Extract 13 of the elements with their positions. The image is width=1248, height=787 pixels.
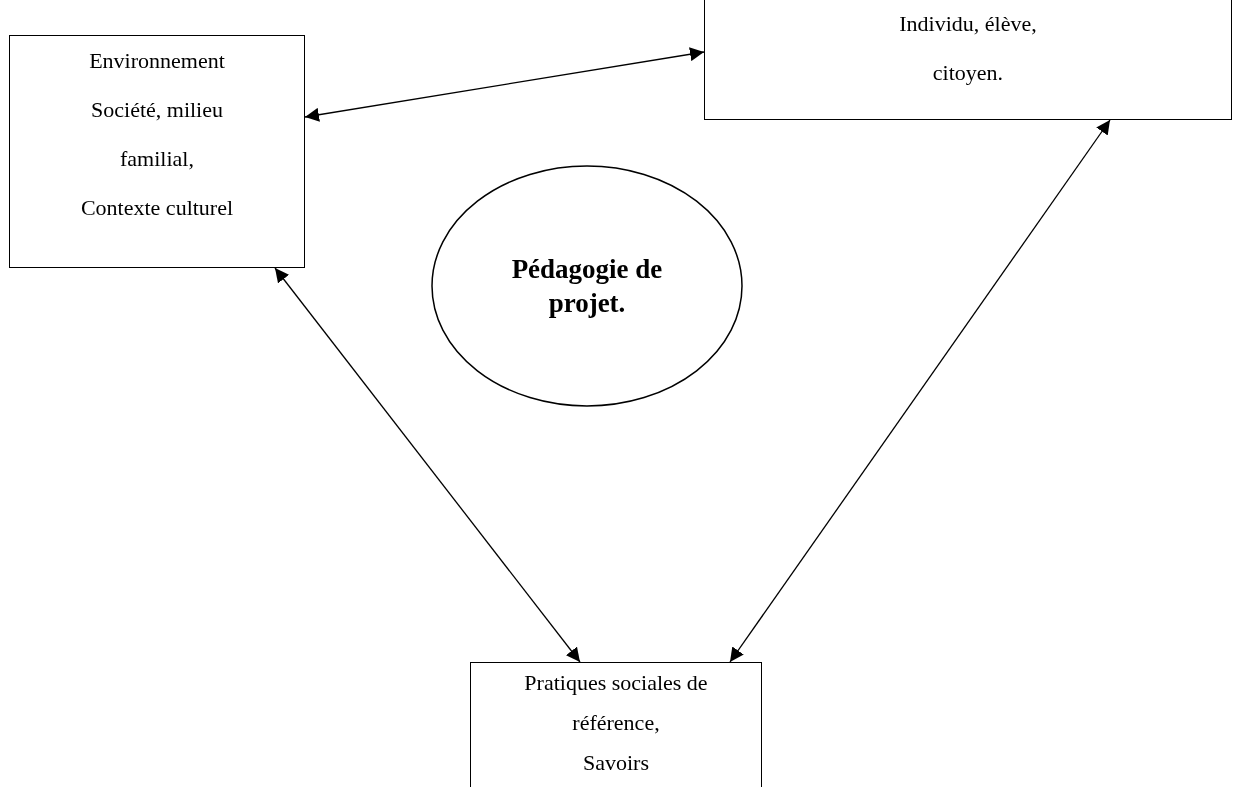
double-arrow — [729, 119, 1111, 663]
double-arrow — [304, 47, 705, 122]
title-text: Pédagogie de projet. — [510, 253, 664, 320]
box-text: Environnement — [89, 47, 225, 75]
box-text: Individu, élève, citoyen. — [898, 10, 1038, 87]
box-text: Contexte culturel — [80, 194, 234, 222]
text-box — [704, 0, 1232, 120]
box-text: Pratiques sociales de référence, — [523, 669, 709, 737]
box-text: Société, milieu familial, — [90, 96, 224, 173]
text-box — [470, 662, 762, 787]
double-arrow — [274, 267, 581, 663]
text-box — [9, 35, 305, 268]
box-text: Savoirs — [583, 749, 649, 777]
